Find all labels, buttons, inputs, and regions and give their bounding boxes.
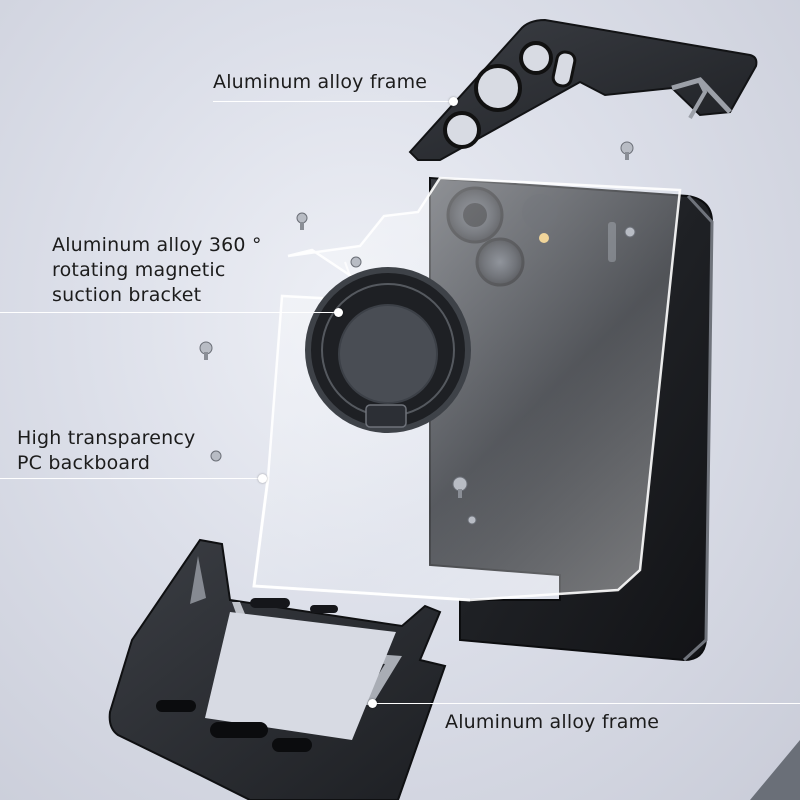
callout-backboard-dot [258, 474, 267, 483]
callout-top-frame-label: Aluminum alloy frame [213, 71, 428, 93]
callout-backboard-line-1: High transparency [17, 427, 196, 449]
flash-cutout [551, 50, 577, 88]
callout-backboard-label: High transparency PC backboard [17, 426, 195, 476]
callout-bottom-frame-label: Aluminum alloy frame [445, 711, 660, 733]
port-slot [310, 605, 338, 613]
ring-hinge [365, 404, 407, 428]
callout-top-frame-line [213, 101, 453, 102]
callout-magnetic-bracket-line-1: Aluminum alloy 360 ° [52, 234, 262, 256]
screw-7 [624, 226, 636, 238]
screw-5 [210, 450, 222, 462]
screws [199, 141, 636, 525]
callout-bottom-frame-dot [368, 699, 377, 708]
screw-6 [452, 476, 468, 498]
screw-8 [467, 515, 477, 525]
screw-4 [350, 256, 362, 268]
callout-top-frame-dot [449, 97, 458, 106]
lens-cutout-1 [474, 64, 522, 112]
lens-cutout-2 [443, 111, 481, 149]
bottom-aluminum-frame [108, 538, 447, 800]
screw-1 [620, 141, 634, 160]
bottom-cutout [205, 612, 396, 740]
magnetic-ring-bracket [305, 267, 471, 433]
callout-bottom-frame-line [372, 703, 800, 704]
fabric-corner [750, 740, 800, 800]
callout-backboard-line [0, 478, 262, 479]
callout-magnetic-bracket-label: Aluminum alloy 360 ° rotating magnetic s… [52, 233, 262, 308]
callout-magnetic-bracket-line-2: rotating magnetic [52, 259, 226, 281]
screw-2 [296, 212, 308, 230]
callout-magnetic-bracket-dot [334, 308, 343, 317]
screw-3 [199, 341, 213, 360]
callout-magnetic-bracket-line-3: suction bracket [52, 284, 202, 306]
callout-magnetic-bracket-line [0, 312, 338, 313]
top-aluminum-frame [408, 18, 758, 161]
lens-cutout-3 [519, 41, 553, 75]
callout-backboard-line-2: PC backboard [17, 452, 151, 474]
speaker-slot [250, 598, 290, 608]
